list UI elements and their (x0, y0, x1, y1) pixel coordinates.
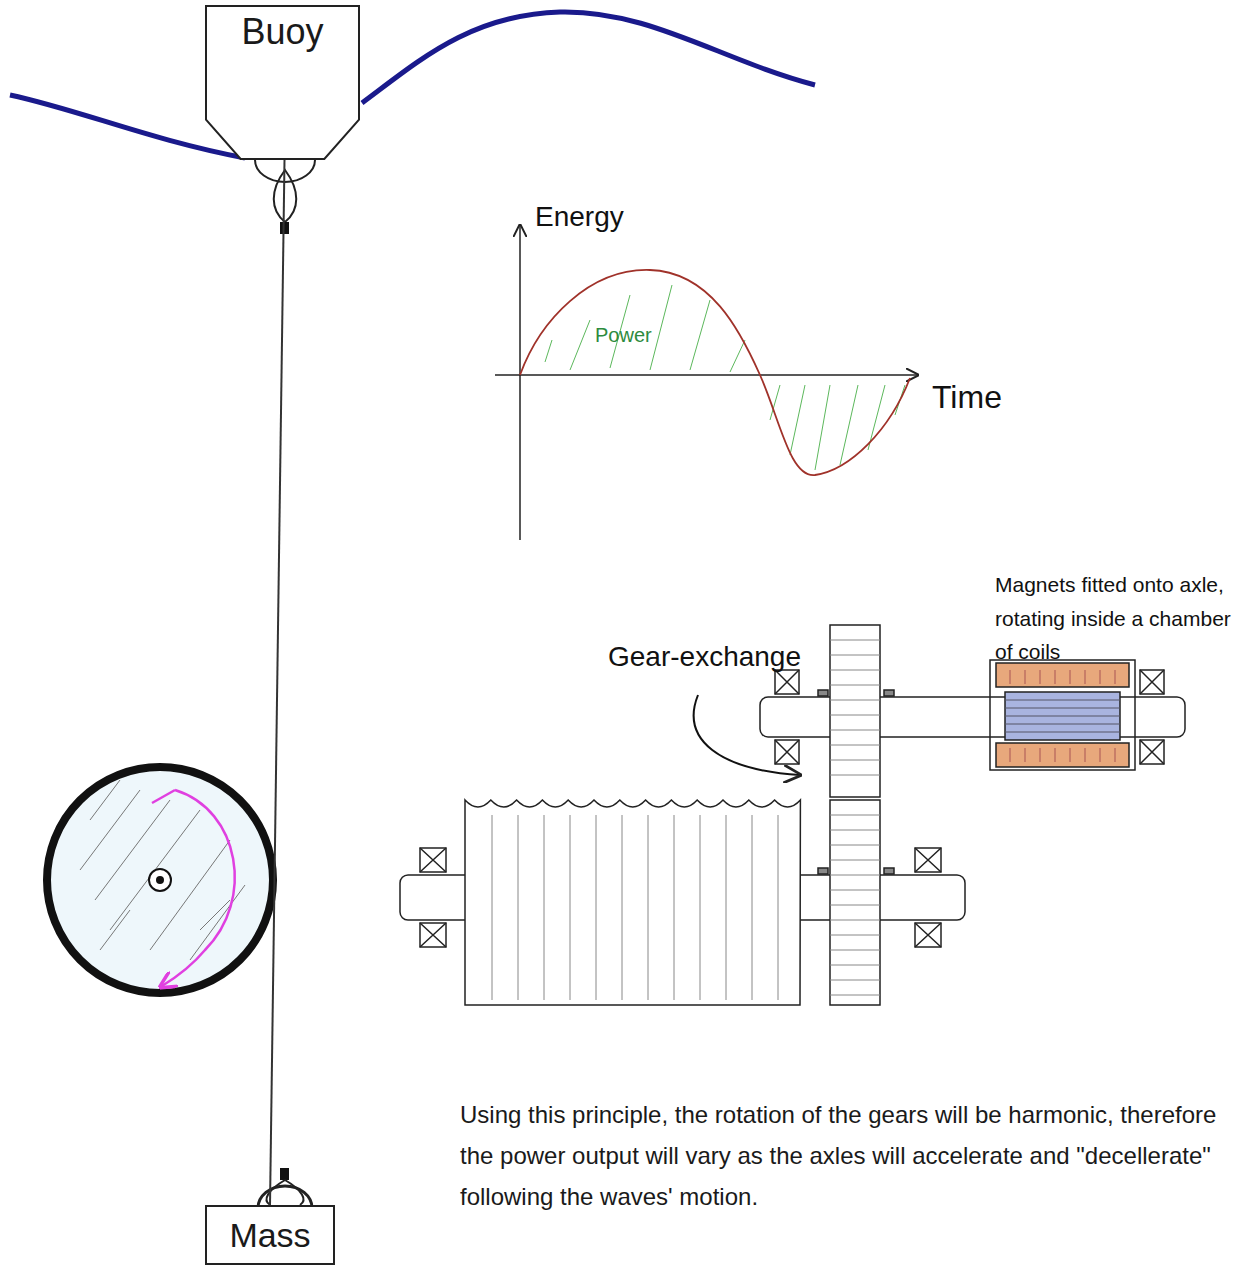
area-label: Power (595, 323, 705, 347)
pulley (47, 767, 273, 993)
energy-graph (495, 225, 918, 540)
leader-arrow (694, 695, 800, 775)
rope-loop (266, 1180, 303, 1205)
node-text: Mass (207, 1216, 333, 1255)
wave (362, 12, 815, 103)
rope (270, 160, 285, 1205)
node-text: Buoy (205, 5, 360, 53)
gearbox (400, 625, 1185, 1005)
mass-box: Mass (205, 1205, 335, 1265)
axis-title: Energy (535, 200, 695, 234)
axis-title: Time (932, 378, 1052, 416)
part-label: Gear-exchange (608, 640, 828, 674)
clamp (280, 1168, 289, 1180)
caption: Using this principle, the rotation of th… (460, 1095, 1240, 1217)
buoy-box: Buoy (205, 5, 360, 160)
callout-note: Magnets fitted onto axle, rotating insid… (995, 568, 1250, 669)
